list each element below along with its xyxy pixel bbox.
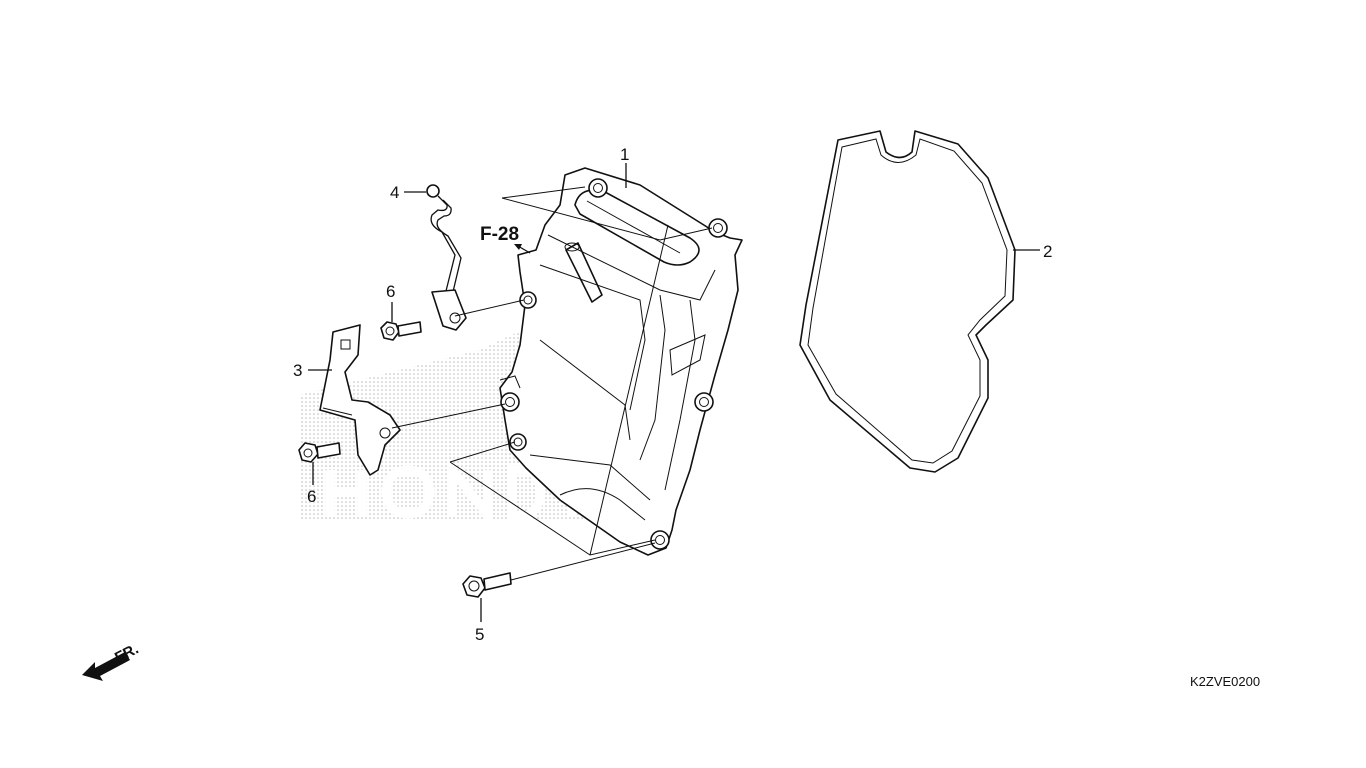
callout-5: 5: [475, 625, 484, 644]
diagram-code: K2ZVE0200: [1190, 674, 1260, 689]
part-6-bolt-lower: [298, 442, 341, 463]
part-4-breather-tube: [426, 184, 467, 331]
front-arrow-icon: [82, 652, 130, 681]
callout-4: 4: [390, 183, 399, 202]
part-5-bolt: [462, 572, 512, 598]
part-1-cylinder-head-cover: [499, 167, 743, 556]
part-2-cover-gasket: [799, 130, 1016, 473]
callout-1: 1: [620, 145, 629, 164]
assembly-lines: [391, 186, 713, 581]
callout-2: 2: [1043, 242, 1052, 261]
part-6-bolt-upper: [380, 321, 422, 341]
reference-arrow-icon: [514, 244, 531, 254]
callout-leaders: [308, 163, 1040, 622]
reference-label: F-28: [480, 224, 519, 245]
callout-6-upper: 6: [386, 282, 395, 301]
part-3-bracket: [319, 324, 401, 476]
callout-6-lower: 6: [307, 487, 316, 506]
callout-3: 3: [293, 361, 302, 380]
